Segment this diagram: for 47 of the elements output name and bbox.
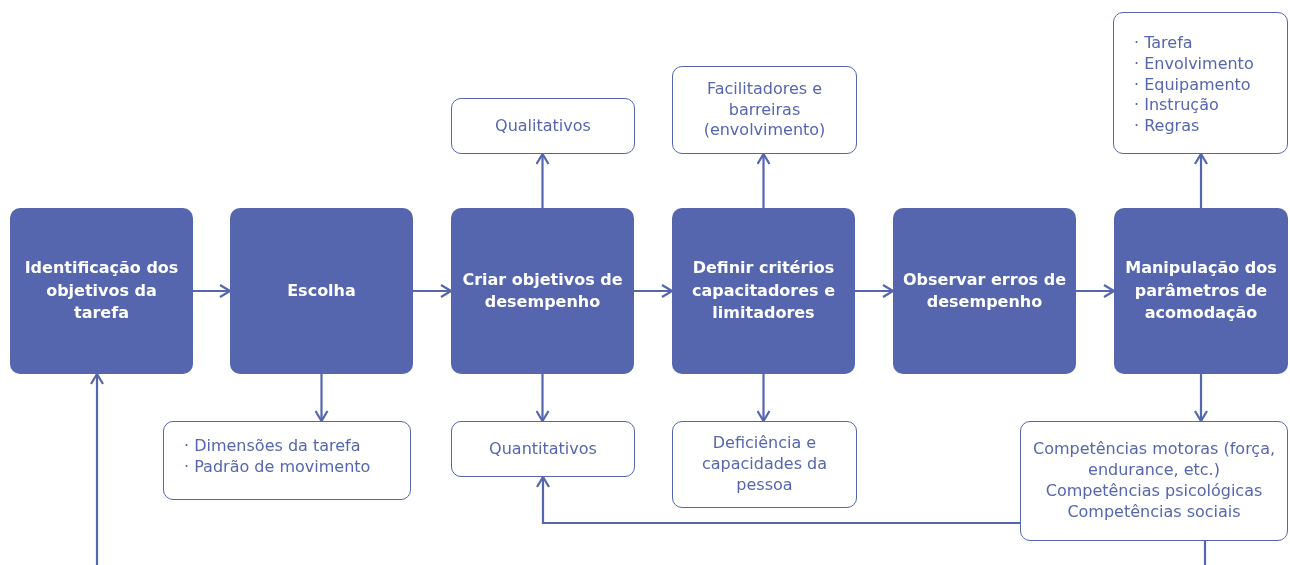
process-box xyxy=(10,208,193,374)
arrow xyxy=(634,283,674,299)
box-text: Competências sociais xyxy=(1067,501,1241,523)
box-title: Criar objetivos de desempenho xyxy=(461,268,624,313)
box-text: · Padrão de movimento xyxy=(184,456,371,478)
arrow xyxy=(855,283,895,299)
box-title: Manipulação dos parâmetros de acomodação xyxy=(1124,257,1278,325)
info-box xyxy=(451,421,635,477)
box-text: · Instrução xyxy=(1134,95,1219,117)
box-text: Quantitativos xyxy=(489,438,597,460)
arrow xyxy=(193,283,232,299)
box-text: · Equipamento xyxy=(1134,74,1251,96)
box-text: Competências psicológicas xyxy=(1045,481,1263,502)
arrow xyxy=(535,152,550,208)
box-title: Observar erros de desempenho xyxy=(902,268,1067,313)
arrow xyxy=(314,374,329,423)
process-box xyxy=(451,208,634,374)
info-box xyxy=(451,98,635,154)
info-box xyxy=(672,421,857,508)
arrow xyxy=(89,372,105,565)
arrow xyxy=(1076,283,1116,299)
box-title: Identificação dos objetivos da tarefa xyxy=(23,257,180,325)
process-box xyxy=(230,208,413,374)
box-text: Facilitadores e barreiras (envolvimento) xyxy=(702,78,827,142)
arrow xyxy=(535,374,550,423)
box-text: · Regras xyxy=(1134,116,1200,137)
process-box xyxy=(1114,208,1288,374)
box-text: Deficiência e capacidades da pessoa xyxy=(700,433,829,496)
arrow xyxy=(1193,152,1209,208)
arrow xyxy=(756,374,771,423)
process-box xyxy=(672,208,855,374)
box-text: Competências motoras (força, endurance, etc.) xyxy=(1031,439,1277,481)
box-text: Qualitativos xyxy=(495,115,591,137)
box-text: · Envolvimento xyxy=(1134,53,1254,75)
arrow xyxy=(756,152,771,208)
process-box xyxy=(893,208,1076,374)
arrow xyxy=(535,475,1020,525)
arrow xyxy=(1193,374,1209,423)
arrow xyxy=(413,283,453,299)
info-box xyxy=(1020,421,1288,541)
box-title: Definir critérios capacitadores e limitadores xyxy=(690,257,837,325)
box-text: · Tarefa xyxy=(1134,33,1193,54)
info-box xyxy=(672,66,857,154)
info-box xyxy=(1113,12,1288,154)
box-text: · Dimensões da tarefa xyxy=(184,436,361,457)
box-title: Escolha xyxy=(287,279,356,302)
info-box xyxy=(163,421,411,500)
